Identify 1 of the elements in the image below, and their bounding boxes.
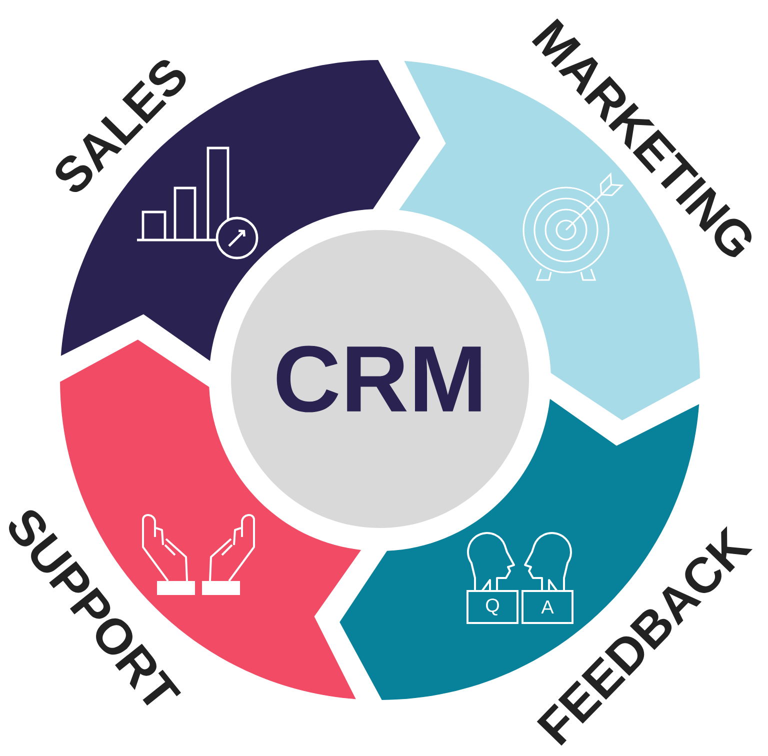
letter-box: Q [466, 590, 518, 624]
